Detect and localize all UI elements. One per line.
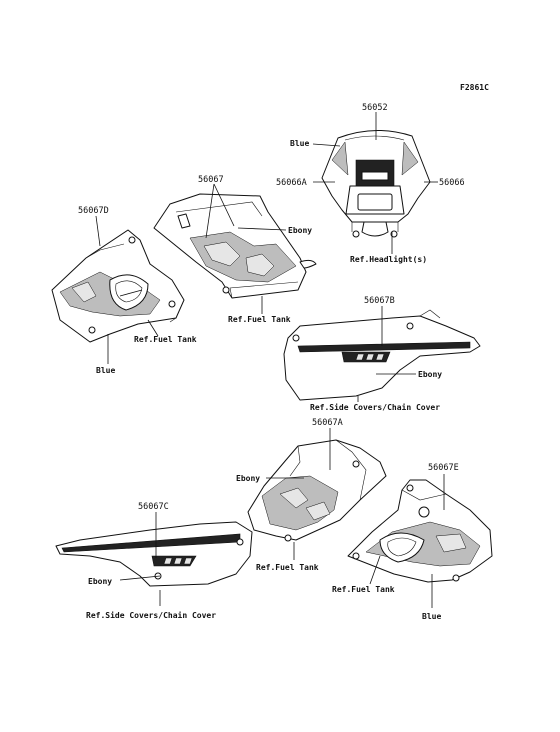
label-blue-56067d: Blue [96, 366, 115, 375]
label-56067e: 56067E [428, 463, 459, 473]
decal-56067b-drawing [283, 309, 481, 401]
decal-56067d-drawing [51, 229, 185, 343]
label-ref-fuel-tank-56067: Ref.Fuel Tank [228, 315, 291, 324]
label-ref-fuel-tank-56067a: Ref.Fuel Tank [256, 563, 319, 572]
decal-56067a-drawing [247, 439, 387, 542]
label-blue-56067e: Blue [422, 612, 441, 621]
label-ref-side-covers-c: Ref.Side Covers/Chain Cover [86, 610, 216, 620]
label-ref-headlight: Ref.Headlight(s) [350, 254, 427, 264]
label-ebony-56067c: Ebony [88, 577, 112, 586]
label-ref-fuel-tank-56067d: Ref.Fuel Tank [134, 335, 197, 344]
label-56067d: 56067D [78, 206, 109, 216]
decal-56067-drawing [153, 193, 317, 299]
label-56066a: 56066A [276, 178, 307, 188]
label-ebony-56067: Ebony [288, 226, 312, 235]
label-56067a: 56067A [312, 418, 343, 428]
label-56067b: 56067B [364, 296, 395, 306]
figure-code: F2861C [460, 83, 489, 92]
label-ebony-56067b: Ebony [418, 370, 442, 379]
label-ebony-56067a: Ebony [236, 474, 260, 483]
label-ref-side-covers-b: Ref.Side Covers/Chain Cover [310, 402, 440, 412]
label-56052: 56052 [362, 103, 388, 113]
decal-56067e-drawing [347, 479, 493, 583]
label-ref-fuel-tank-56067e: Ref.Fuel Tank [332, 585, 395, 594]
label-56067: 56067 [198, 175, 224, 185]
label-blue-headlight: Blue [290, 139, 309, 148]
label-56066: 56066 [439, 178, 465, 188]
decal-56067c-drawing [55, 521, 253, 587]
label-56067c: 56067C [138, 502, 169, 512]
headlight-cover-drawing [321, 129, 431, 238]
